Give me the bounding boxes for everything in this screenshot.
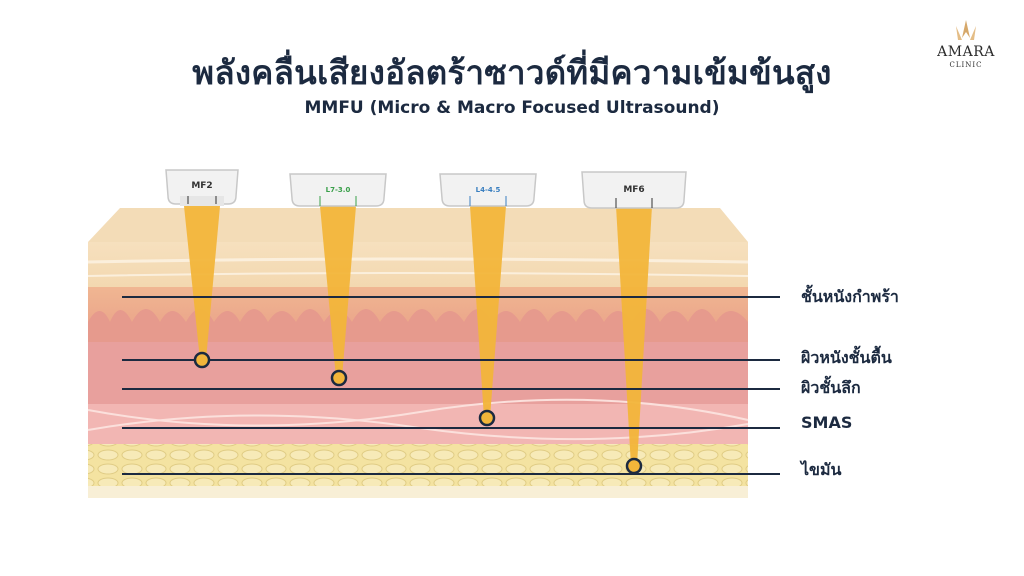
label-epidermis: ชั้นหนังกำพร้า <box>801 285 899 310</box>
transducer-4: MF6 <box>582 172 686 208</box>
focal-point-2 <box>332 371 346 385</box>
transducer-1: MF2 <box>166 170 238 206</box>
focal-point-3 <box>480 411 494 425</box>
label-smas: SMAS <box>801 413 852 432</box>
fat-layer <box>88 444 748 486</box>
deep-dermis-layer <box>88 342 748 404</box>
transducer-1-label: MF2 <box>191 181 212 191</box>
transducer-3: L4-4.5 <box>440 174 536 206</box>
smas-layer <box>88 404 748 444</box>
focal-point-4 <box>627 459 641 473</box>
transducer-3-label: L4-4.5 <box>476 186 501 194</box>
focal-point-1 <box>195 353 209 367</box>
label-fat: ไขมัน <box>801 458 841 483</box>
transducer-2-label: L7-3.0 <box>326 186 351 194</box>
transducer-4-label: MF6 <box>623 185 644 195</box>
label-superficial-dermis: ผิวหนังชั้นตื้น <box>801 346 892 371</box>
label-deep-dermis: ผิวชั้นลึก <box>801 376 861 401</box>
transducer-2: L7-3.0 <box>290 174 386 206</box>
